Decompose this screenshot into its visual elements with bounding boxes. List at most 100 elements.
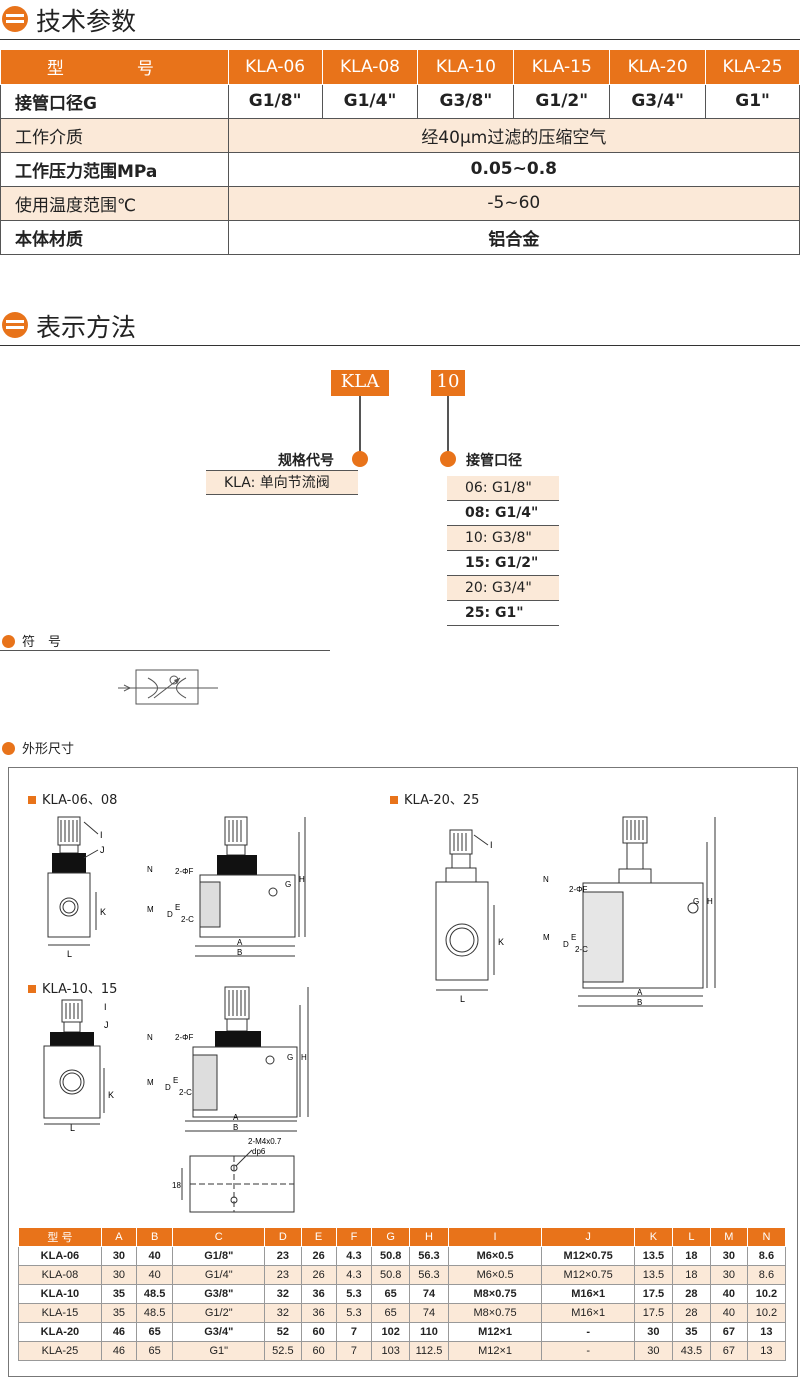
dim-cell: 28 [671, 1303, 711, 1323]
dim-cell: 17.5 [633, 1303, 673, 1323]
spec-header-cell: KLA-10 [417, 50, 515, 85]
annot-2c: 2-C [181, 915, 194, 924]
dim-header-cell: G [371, 1227, 411, 1247]
dim-header-cell: J [541, 1227, 635, 1247]
dim-cell: 110 [409, 1322, 449, 1342]
dim-letter: K [100, 907, 106, 917]
brand-logo-icon [2, 742, 15, 755]
dim-letter: B [637, 998, 642, 1007]
dim-cell: 26 [300, 1265, 337, 1285]
dim-header-cell: K [633, 1227, 673, 1247]
dim-letter: K [108, 1090, 114, 1100]
dim-letter: G [693, 897, 699, 906]
dim-cell: 28 [671, 1284, 711, 1304]
dim-letter: J [100, 845, 105, 855]
section-title: 技术参数 [36, 7, 137, 36]
spec-row-port: 接管口径G G1/8" G1/4" G3/8" G1/2" G3/4" G1" [0, 83, 800, 119]
square-bullet-icon [28, 796, 36, 804]
dim-letter: M [543, 933, 550, 942]
dim-cell: 35 [100, 1284, 138, 1304]
dim-cell: 23 [264, 1265, 302, 1285]
dim-cell: M16×1 [541, 1284, 635, 1304]
dim-cell: KLA-06 [18, 1246, 102, 1266]
dim-header-cell: B [136, 1227, 174, 1247]
dim-cell: KLA-08 [18, 1265, 102, 1285]
dim-cell: 48.5 [136, 1284, 174, 1304]
dim-cell: G3/4" [172, 1322, 266, 1342]
dim-cell: 8.6 [746, 1246, 787, 1266]
drawing-b-side: A B G H N M D E 2-C 2-ΦF [543, 816, 716, 1007]
annot-depth: dp6 [252, 1147, 266, 1156]
dim-cell: 65 [136, 1322, 174, 1342]
dim-cell: 65 [136, 1341, 174, 1361]
size-label: 接管口径 [466, 453, 522, 469]
spec-cell: G1/2" [513, 83, 611, 119]
dim-cell: 26 [300, 1246, 337, 1266]
symbol-header: 符 号 [0, 631, 330, 651]
dim-header-cell: D [264, 1227, 302, 1247]
dim-letter: A [637, 988, 643, 997]
throttle-valve-symbol-icon [118, 669, 218, 705]
annot-2phif: 2-ΦF [175, 867, 193, 876]
dim-letter: B [237, 948, 242, 957]
dim-cell: M12×0.75 [541, 1265, 635, 1285]
dim-cell: 46 [100, 1341, 138, 1361]
dim-header-cell: M [709, 1227, 748, 1247]
dim-cell: 17.5 [633, 1284, 673, 1304]
dim-cell: 18 [671, 1246, 711, 1266]
size-option: 08: G1/4" [447, 501, 559, 526]
dim-cell: KLA-15 [18, 1303, 102, 1323]
dim-header-cell: F [335, 1227, 373, 1247]
dim-letter: H [707, 897, 713, 906]
dim-cell: 13 [746, 1341, 787, 1361]
dim-cell: 48.5 [136, 1303, 174, 1323]
group-tag: KLA-20、25 [390, 789, 479, 808]
dim-cell: KLA-25 [18, 1341, 102, 1361]
dim-cell: G1/4" [172, 1265, 266, 1285]
dim-cell: KLA-20 [18, 1322, 102, 1342]
spec-cell: G3/4" [609, 83, 707, 119]
dim-cell: 36 [300, 1303, 337, 1323]
dim-cell: 102 [371, 1322, 411, 1342]
spec-label: 本体材质 [0, 219, 229, 255]
spec-label: 使用温度范围℃ [0, 185, 229, 221]
size-option: 06: G1/8" [447, 476, 559, 501]
spec-cell: 0.05~0.8 [227, 151, 800, 187]
spec-header-cell: KLA-15 [513, 50, 611, 85]
dim-cell: G1" [172, 1341, 266, 1361]
dim-cell: 32 [264, 1303, 302, 1323]
connector-line [447, 396, 449, 452]
spec-label: 工作压力范围MPa [0, 151, 229, 187]
dim-cell: 30 [709, 1246, 748, 1266]
size-option: 15: G1/2" [447, 551, 559, 576]
code-series-box: KLA [331, 370, 389, 396]
dim-cell: 13.5 [633, 1265, 673, 1285]
dim-letter: D [165, 1083, 171, 1092]
dim-cell: 4.3 [335, 1246, 373, 1266]
bullet-dot-icon [352, 451, 368, 467]
dim-cell: M6×0.5 [447, 1265, 543, 1285]
dim-cell: 30 [709, 1265, 748, 1285]
dim-letter: G [285, 880, 291, 889]
spec-header-cell: KLA-20 [609, 50, 707, 85]
dim-cell: 60 [300, 1341, 337, 1361]
dim-cell: 18 [671, 1265, 711, 1285]
dim-cell: M12×1 [447, 1341, 543, 1361]
dim-cell: G1/8" [172, 1246, 266, 1266]
code-size-box: 10 [431, 370, 465, 396]
dim-cell: 30 [100, 1265, 138, 1285]
spec-cell: G1/4" [321, 83, 419, 119]
group-label: KLA-10、15 [42, 982, 118, 997]
dim-cell: 112.5 [409, 1341, 449, 1361]
series-option: KLA: 单向节流阀 [206, 470, 358, 495]
dim-letter: I [100, 830, 103, 840]
drawing-b-front: L K I [435, 829, 504, 1004]
spec-cell: G1/8" [227, 83, 323, 119]
annot-2phif: 2-ΦF [569, 885, 587, 894]
group-tag: KLA-10、15 [28, 978, 117, 997]
dim-header-cell: C [172, 1227, 266, 1247]
